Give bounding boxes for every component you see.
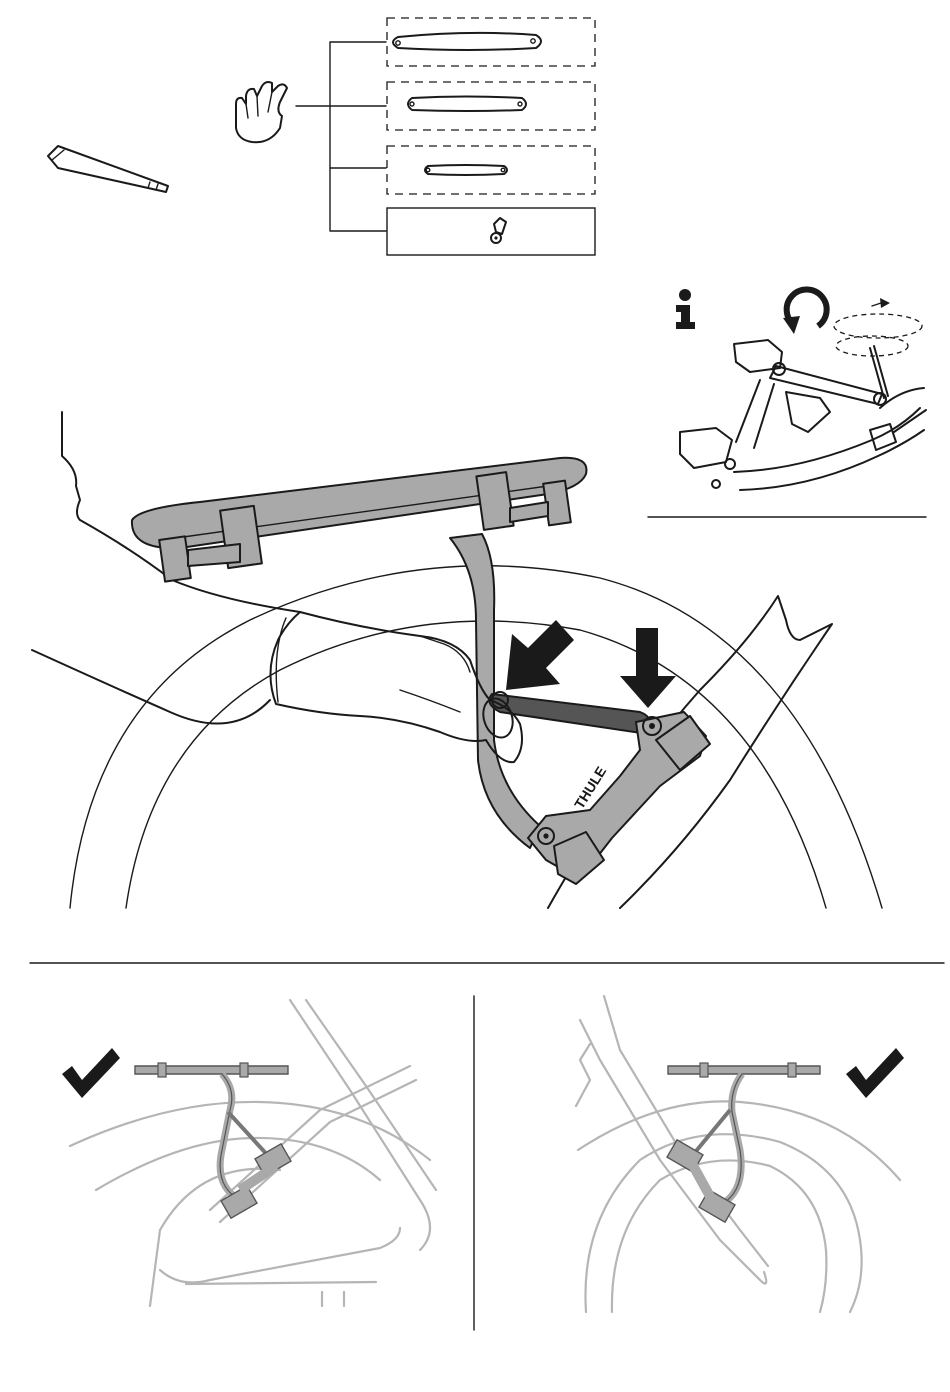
checkmark-icon [62,1048,120,1098]
correct-mount-left [70,1000,436,1306]
kit-item-long-strut [387,18,595,66]
hand-icon [236,82,287,142]
correct-mount-right [576,996,900,1312]
frame-clamp: THULE [528,712,710,884]
kit-item-medium-strut [387,82,595,130]
kit-item-short-strut [387,146,595,194]
rack-support-arm [450,534,540,848]
checkmark-icon [846,1048,904,1098]
kit-item-screw [387,208,595,255]
cargo-rack [132,458,587,582]
strut-attachment [489,692,650,734]
kit-bracket [296,42,386,231]
inset-clamp-illustration [680,298,926,490]
rotate-clockwise-icon [783,290,827,334]
allen-key-icon [48,146,168,192]
info-icon [676,289,695,329]
